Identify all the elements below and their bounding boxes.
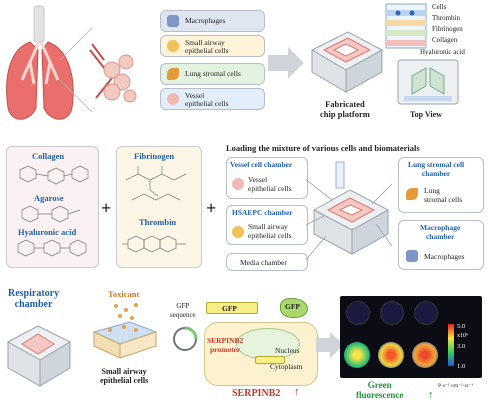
biomaterial-box-a	[6, 146, 99, 268]
chamber-media	[226, 253, 308, 271]
layer-cells: Cells	[432, 3, 447, 11]
gfp-gene-bar-nuclear	[255, 356, 285, 364]
cell-card-label: Vessel epithelial cells	[185, 91, 229, 108]
biomaterial-box-b	[116, 146, 202, 268]
plus-sign-2: +	[206, 198, 217, 218]
chamber-hsaepc-title: HSAEPC chamber	[232, 208, 293, 217]
layer-thrombin: Thrombin	[432, 14, 460, 22]
layer-hyaluronic-acid: Hyaluronic acid	[420, 48, 465, 56]
chamber-media-title: Media chamber	[240, 258, 287, 267]
biomaterial-agarose: Agarose	[34, 193, 64, 203]
biomaterial-collagen: Collagen	[32, 151, 65, 161]
biomaterial-fibrinogen: Fibrinogen	[134, 151, 175, 161]
vessel-cell-icon	[232, 178, 244, 190]
biomaterial-thrombin: Thrombin	[139, 217, 177, 227]
gfp-gene-label: GFP	[222, 304, 237, 313]
chamber-stromal	[398, 157, 484, 213]
well-spot	[344, 342, 370, 368]
gfp-gene-bar	[206, 302, 258, 314]
sae-cells-label: Small airway epithelial cells	[100, 367, 149, 385]
cell-card-label: Macrophages	[185, 16, 226, 25]
scale-units-line: P·s⁻¹·cm⁻²·sr⁻¹	[438, 383, 474, 389]
cell-card-stromal: Lung stromal cells	[160, 63, 265, 85]
stromal-cell-icon	[406, 188, 418, 200]
layer-collagen: Collagen	[432, 36, 458, 44]
cell-card-macrophages: Macrophages	[160, 10, 265, 32]
gfp-sequence-label: GFP sequence	[170, 302, 196, 319]
cell-card-vessel: Vessel epithelial cells	[160, 88, 265, 110]
serpinb2-label: SERPINB2	[232, 388, 281, 399]
gfp-protein-icon	[280, 298, 308, 318]
respiratory-chamber-label: Respiratory chamber	[8, 288, 60, 310]
plus-sign: +	[101, 198, 112, 218]
well-spot	[414, 301, 438, 325]
green-up-arrow: ↑	[428, 389, 434, 401]
macrophage-icon	[406, 250, 418, 262]
promoter-label: SERPINB2 promoter	[207, 336, 244, 354]
chamber-hsaepc-label: Small airway epithelial cells	[248, 222, 292, 240]
epithelial-cell-icon	[232, 226, 244, 238]
chamber-stromal-title: Lung stromal cell chamber	[408, 160, 465, 178]
chamber-hsaepc	[226, 205, 308, 245]
scale-min: 1.0	[457, 363, 466, 370]
chamber-vessel-title: Vessel cell chamber	[230, 160, 293, 169]
chip-label: Fabricated chip platform	[320, 99, 370, 119]
loading-heading: Loading the mixture of various cells and…	[226, 143, 420, 153]
toxicant-label: Toxicant	[108, 289, 140, 299]
color-scale-bar	[448, 324, 454, 366]
chamber-macrophage-label: Macrophages	[424, 252, 465, 261]
cell-card-small-airway: Small airway epithelial cells	[160, 35, 265, 57]
nucleus-label: Nucleus	[275, 346, 300, 355]
epithelial-cell-icon	[167, 40, 179, 52]
well-spot	[412, 342, 438, 368]
chamber-vessel-label: Vessel epithelial cells	[248, 175, 292, 193]
well-spot	[380, 301, 404, 325]
vessel-cell-icon	[167, 93, 179, 105]
scale-unit: x10⁶	[457, 333, 469, 339]
scale-mid: 3.0	[457, 343, 466, 350]
gfp-protein-label: GFP	[285, 302, 300, 311]
serpinb2-up-arrow: ↑	[294, 386, 300, 398]
well-spot	[346, 301, 370, 325]
green-fluorescence-label: Green fluorescence	[356, 380, 404, 400]
well-spot	[378, 342, 404, 368]
top-view-label: Top View	[410, 110, 442, 119]
cell-card-label: Lung stromal cells	[185, 69, 241, 78]
chamber-stromal-label: Lung stromal cells	[424, 186, 463, 204]
chamber-macrophage-title: Macrophage chamber	[420, 223, 461, 241]
layer-fibrinogen: Fibrinogen	[432, 25, 463, 33]
macrophage-icon	[167, 15, 179, 27]
biomaterial-hyaluronic-acid: Hyaluronic acid	[18, 227, 77, 237]
stromal-cell-icon	[167, 68, 179, 80]
cell-card-label: Small airway epithelial cells	[185, 38, 229, 55]
cytoplasm-label: Cytoplasm	[270, 362, 303, 371]
scale-max: 5.0	[457, 323, 466, 330]
